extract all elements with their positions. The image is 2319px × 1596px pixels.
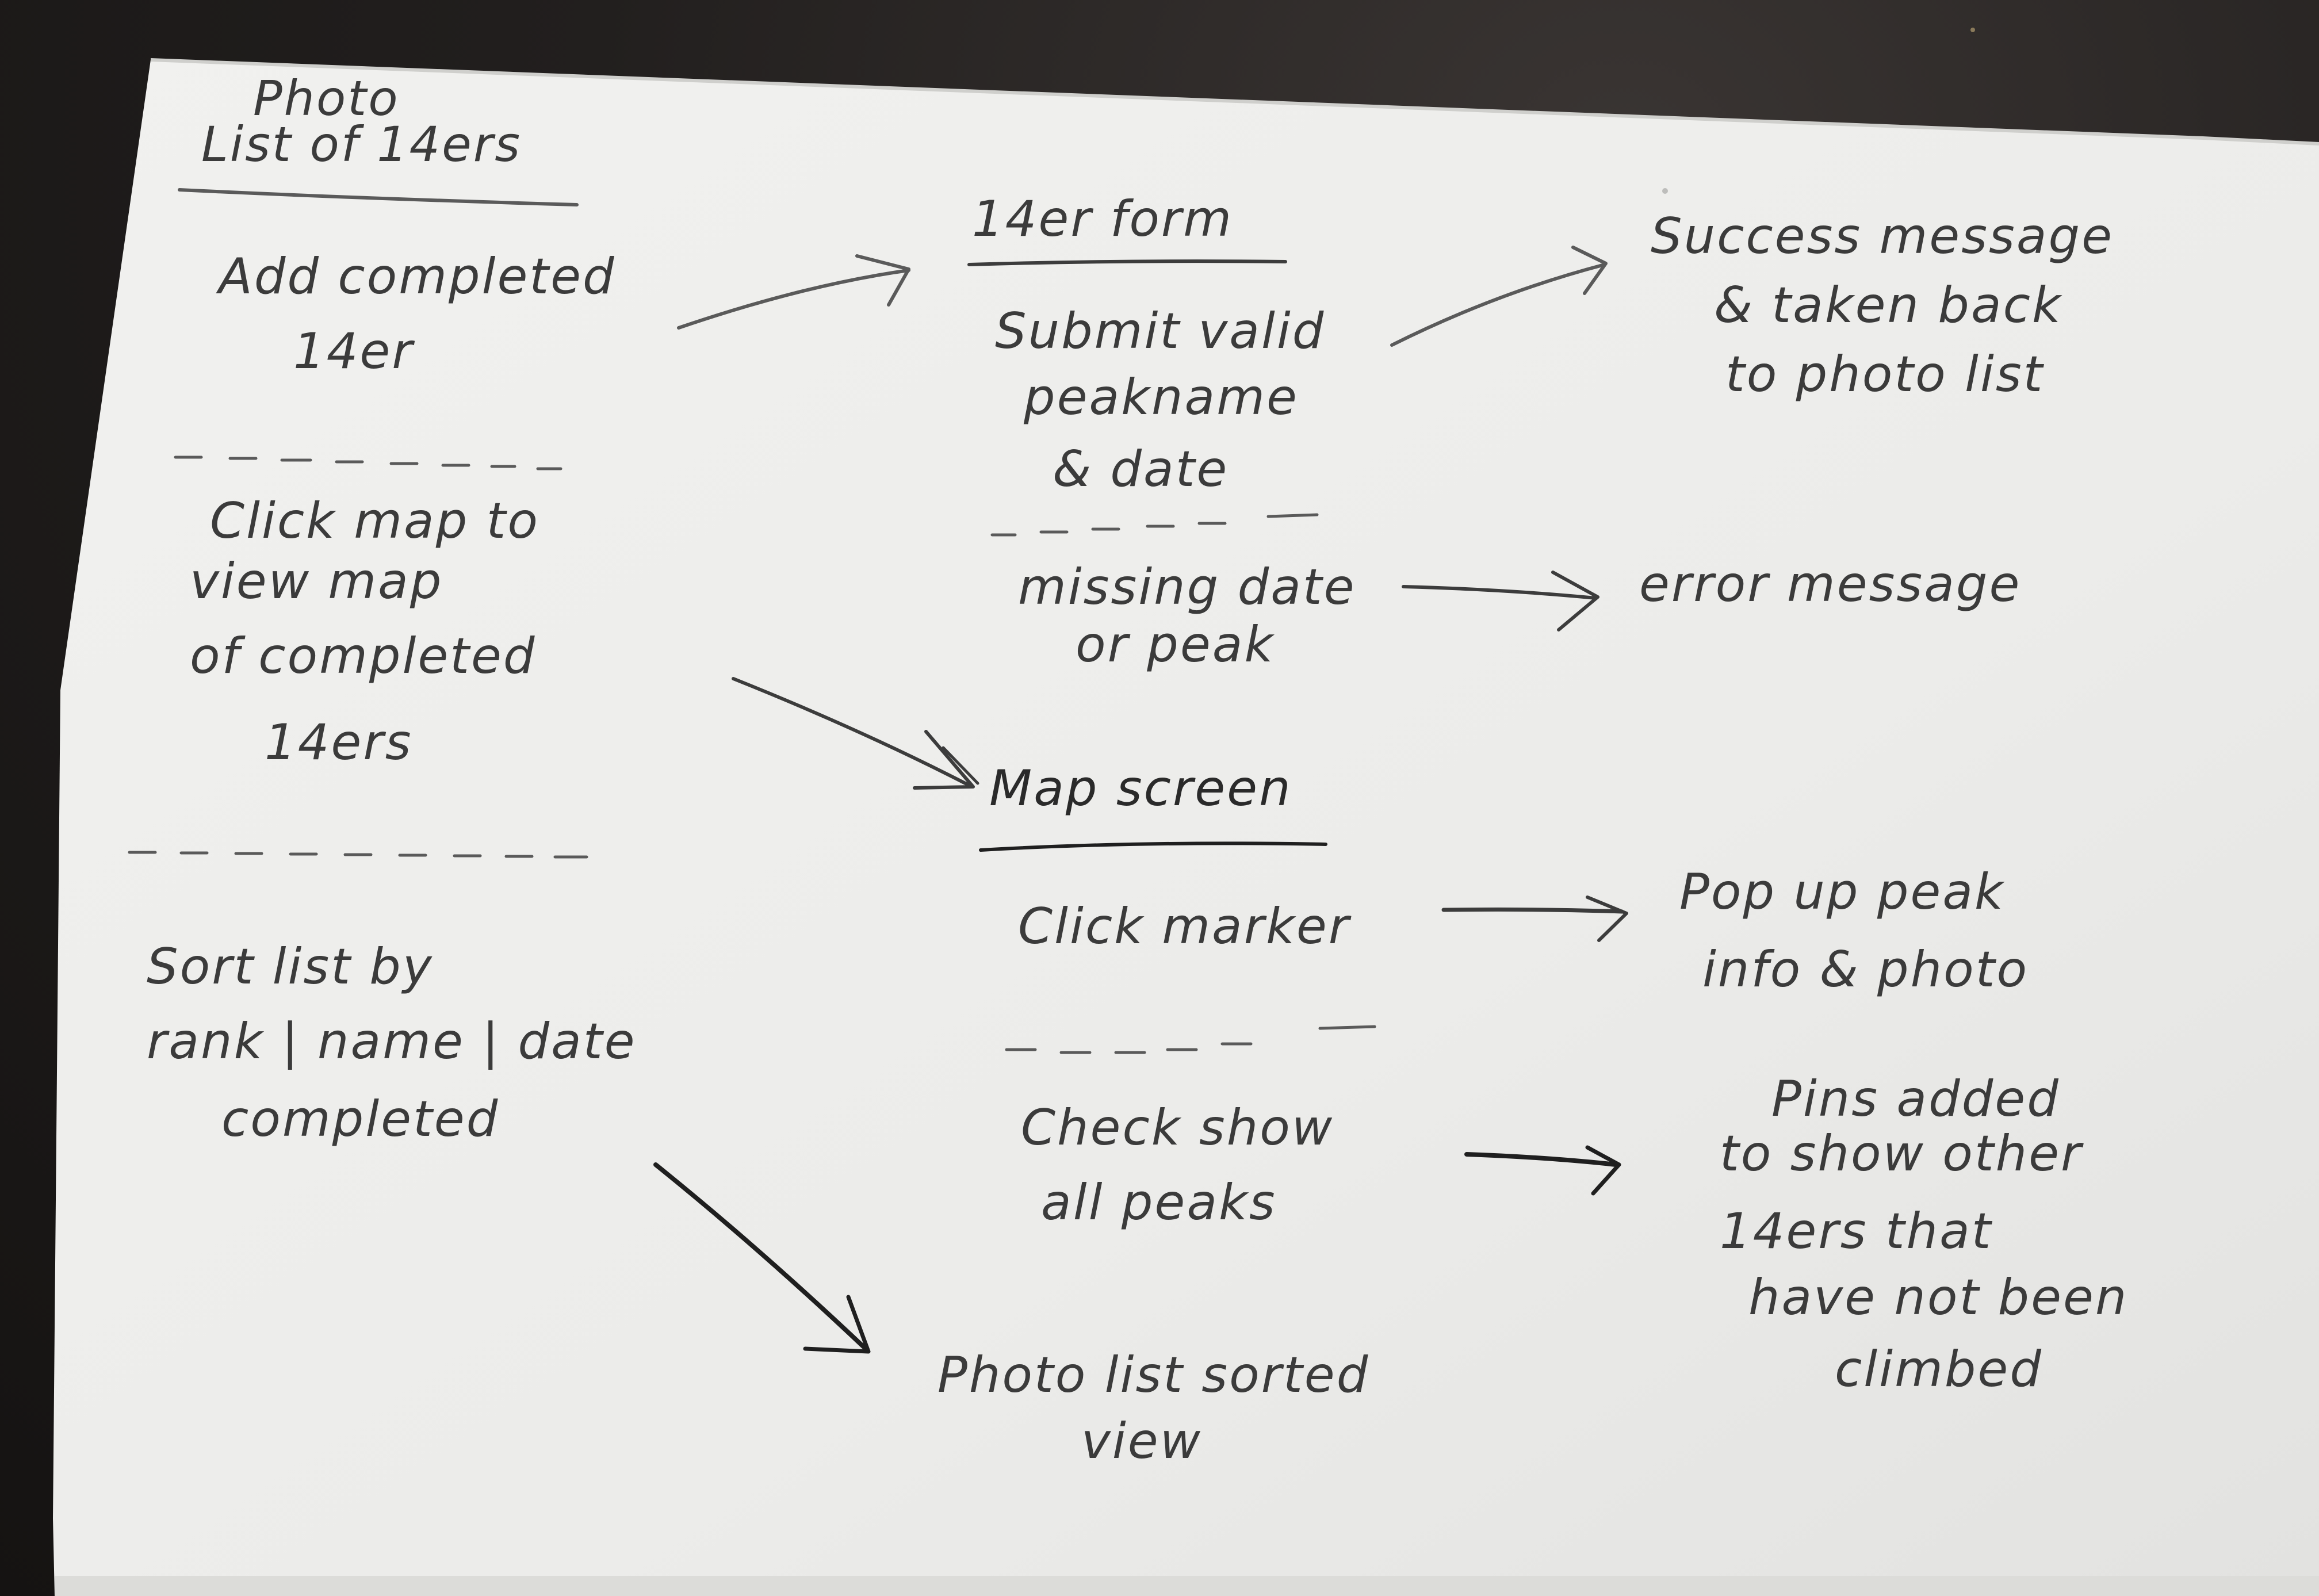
- paper-bottom-fold: [55, 1576, 2319, 1596]
- col1-item-3-line-2: rank | name | date: [147, 1013, 636, 1070]
- column-2-divider-2: [1005, 1025, 1376, 1054]
- col3-outcome-4-line-5: climbed: [1835, 1341, 2043, 1398]
- paper-speck: [1662, 188, 1668, 194]
- col3-outcome-1-line-2: & taken back: [1714, 277, 2062, 334]
- col2-form-item-1-line-3: & date: [1053, 441, 1229, 498]
- col1-item-2-line-1: Click map to: [210, 492, 539, 550]
- col2-map-item-2-line-2: all peaks: [1041, 1174, 1277, 1231]
- col3-outcome-4-line-2: to show other: [1720, 1125, 2084, 1182]
- col2-map-item-2-line-1: Check show: [1021, 1099, 1334, 1157]
- col3-outcome-1-line-1: Success message: [1651, 208, 2114, 265]
- col1-item-2-line-2: view map: [190, 553, 443, 610]
- column-1-header-underline: [178, 188, 579, 206]
- column-1-divider-2: [128, 851, 588, 859]
- column-1-header-line-2: List of 14ers: [201, 116, 522, 173]
- col3-outcome-4-line-3: 14ers that: [1720, 1203, 1993, 1260]
- paper-sheet: [53, 60, 2319, 1596]
- arrow-map-to-map-screen: [732, 677, 979, 790]
- col3-outcome-1-line-3: to photo list: [1725, 346, 2045, 403]
- arrow-sort-to-sorted-view: [653, 1162, 871, 1354]
- map-screen-underline: [979, 841, 1327, 852]
- col3-outcome-2-line-1: error message: [1639, 556, 2021, 613]
- col1-item-2-line-4: 14ers: [265, 714, 413, 771]
- column-1-divider-1: [174, 456, 562, 470]
- col3-outcome-4-line-4: have not been: [1748, 1269, 2128, 1326]
- sorted-view-line-1: Photo list sorted: [937, 1346, 1369, 1404]
- paper-speck: [1970, 28, 1975, 32]
- col1-item-3-line-1: Sort list by: [147, 938, 434, 996]
- column-2-divider-1: [990, 513, 1319, 537]
- arrow-missing-to-error: [1402, 571, 1599, 631]
- sorted-view-line-2: view: [1081, 1413, 1202, 1470]
- paper-edge-shadow: [150, 58, 2319, 146]
- col3-outcome-3-line-2: info & photo: [1702, 941, 2029, 998]
- col2-form-item-1-line-1: Submit valid: [995, 303, 1325, 360]
- col1-item-1-line-1: Add completed: [216, 248, 616, 305]
- col3-outcome-3-line-1: Pop up peak: [1679, 863, 2005, 921]
- arrow-marker-to-popup: [1441, 895, 1628, 942]
- arrow-valid-to-success: [1390, 246, 1608, 347]
- col1-item-1-line-2: 14er: [293, 323, 415, 380]
- col1-item-2-line-3: of completed: [190, 627, 537, 685]
- arrow-show-all-to-pins: [1464, 1145, 1621, 1196]
- col2-form-item-2-line-2: or peak: [1076, 616, 1275, 673]
- column-1-header-line-1: Photo: [253, 70, 400, 127]
- col2-form-item-1-line-2: peakname: [1023, 369, 1299, 426]
- col2-form-item-2-line-1: missing date: [1018, 558, 1356, 616]
- form-header-underline: [967, 259, 1287, 266]
- map-screen-header: Map screen: [989, 760, 1292, 817]
- col3-outcome-4-line-1: Pins added: [1771, 1070, 2060, 1128]
- arrow-add-to-form: [677, 254, 910, 330]
- col1-item-3-line-3: completed: [221, 1090, 499, 1148]
- col2-map-item-1-line-1: Click marker: [1018, 898, 1352, 955]
- form-header: 14er form: [972, 190, 1233, 248]
